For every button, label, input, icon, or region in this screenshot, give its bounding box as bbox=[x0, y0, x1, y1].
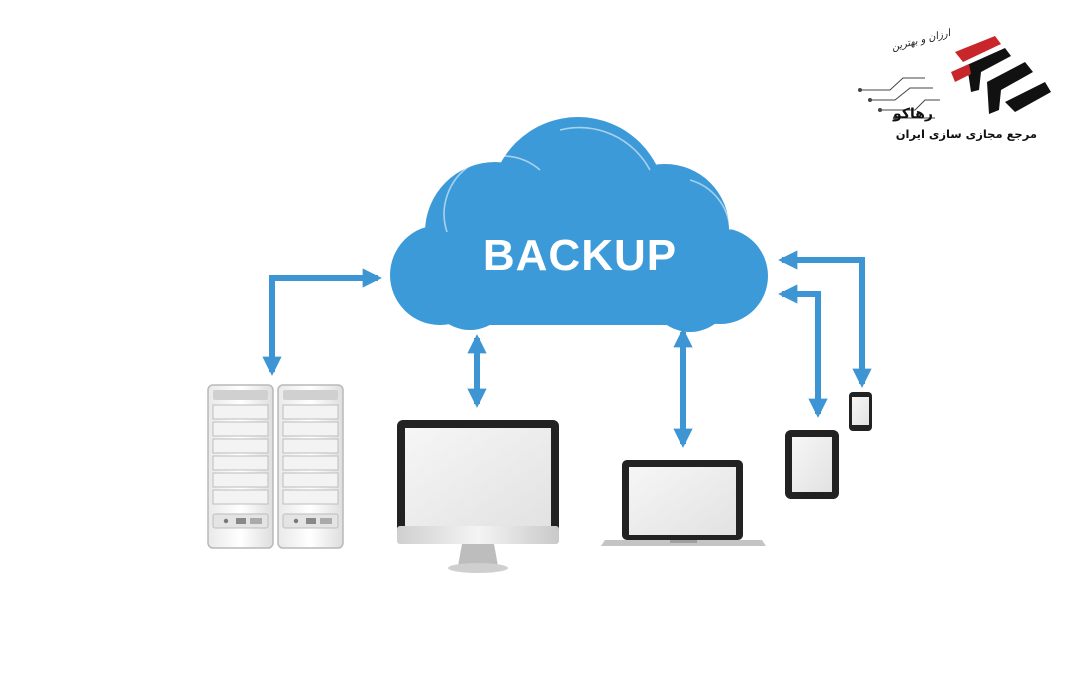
laptop-icon bbox=[601, 460, 766, 546]
arrow-cloud-server bbox=[262, 268, 382, 376]
arrow-cloud-tablet bbox=[778, 284, 828, 418]
tablet-icon bbox=[785, 430, 839, 499]
logo-tagline: مرجع مجازی سازی ایران bbox=[895, 127, 1037, 141]
desktop-monitor-icon bbox=[397, 420, 559, 573]
cloud-shape bbox=[390, 117, 768, 332]
circuit-logo-graphic bbox=[858, 36, 1051, 120]
smartphone-icon bbox=[849, 392, 872, 431]
logo-name: رهاکو bbox=[893, 106, 933, 122]
cloud-label: BACKUP bbox=[483, 231, 677, 280]
server-rack-icon bbox=[207, 384, 344, 549]
brand-logo: ارزان و بهترین رهاکو مرجع مجازی سازی ایر… bbox=[855, 28, 1055, 150]
arrow-cloud-phone bbox=[778, 250, 872, 388]
